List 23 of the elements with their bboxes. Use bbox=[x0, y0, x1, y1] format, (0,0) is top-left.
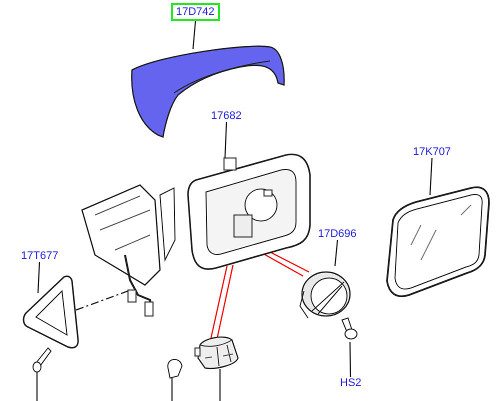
lamp-housing-drawing bbox=[197, 334, 239, 370]
leader-line bbox=[429, 158, 433, 196]
leader-line bbox=[37, 262, 40, 294]
part-number: 17K707 bbox=[413, 146, 451, 158]
mirror-housing-drawing bbox=[186, 155, 311, 270]
assembly-line bbox=[76, 290, 128, 311]
trim-bracket-drawing bbox=[22, 275, 82, 350]
leader-line bbox=[171, 378, 173, 401]
leader-line bbox=[219, 369, 221, 401]
leader-line bbox=[224, 122, 228, 158]
part-number: HS2 bbox=[340, 377, 362, 389]
part-number: 17D696 bbox=[318, 228, 357, 240]
part-number: 17682 bbox=[211, 110, 242, 122]
part-number: 17D742 bbox=[171, 3, 220, 21]
screw-drawing bbox=[339, 318, 359, 342]
leader-line bbox=[349, 342, 352, 377]
screw-drawing bbox=[32, 347, 52, 372]
part-number: 17T677 bbox=[21, 250, 58, 262]
assembly-line bbox=[210, 266, 228, 338]
leader-line bbox=[334, 240, 338, 266]
mirror-cap-drawing bbox=[130, 45, 285, 137]
leader-line bbox=[192, 20, 196, 50]
leader-line bbox=[36, 372, 38, 401]
